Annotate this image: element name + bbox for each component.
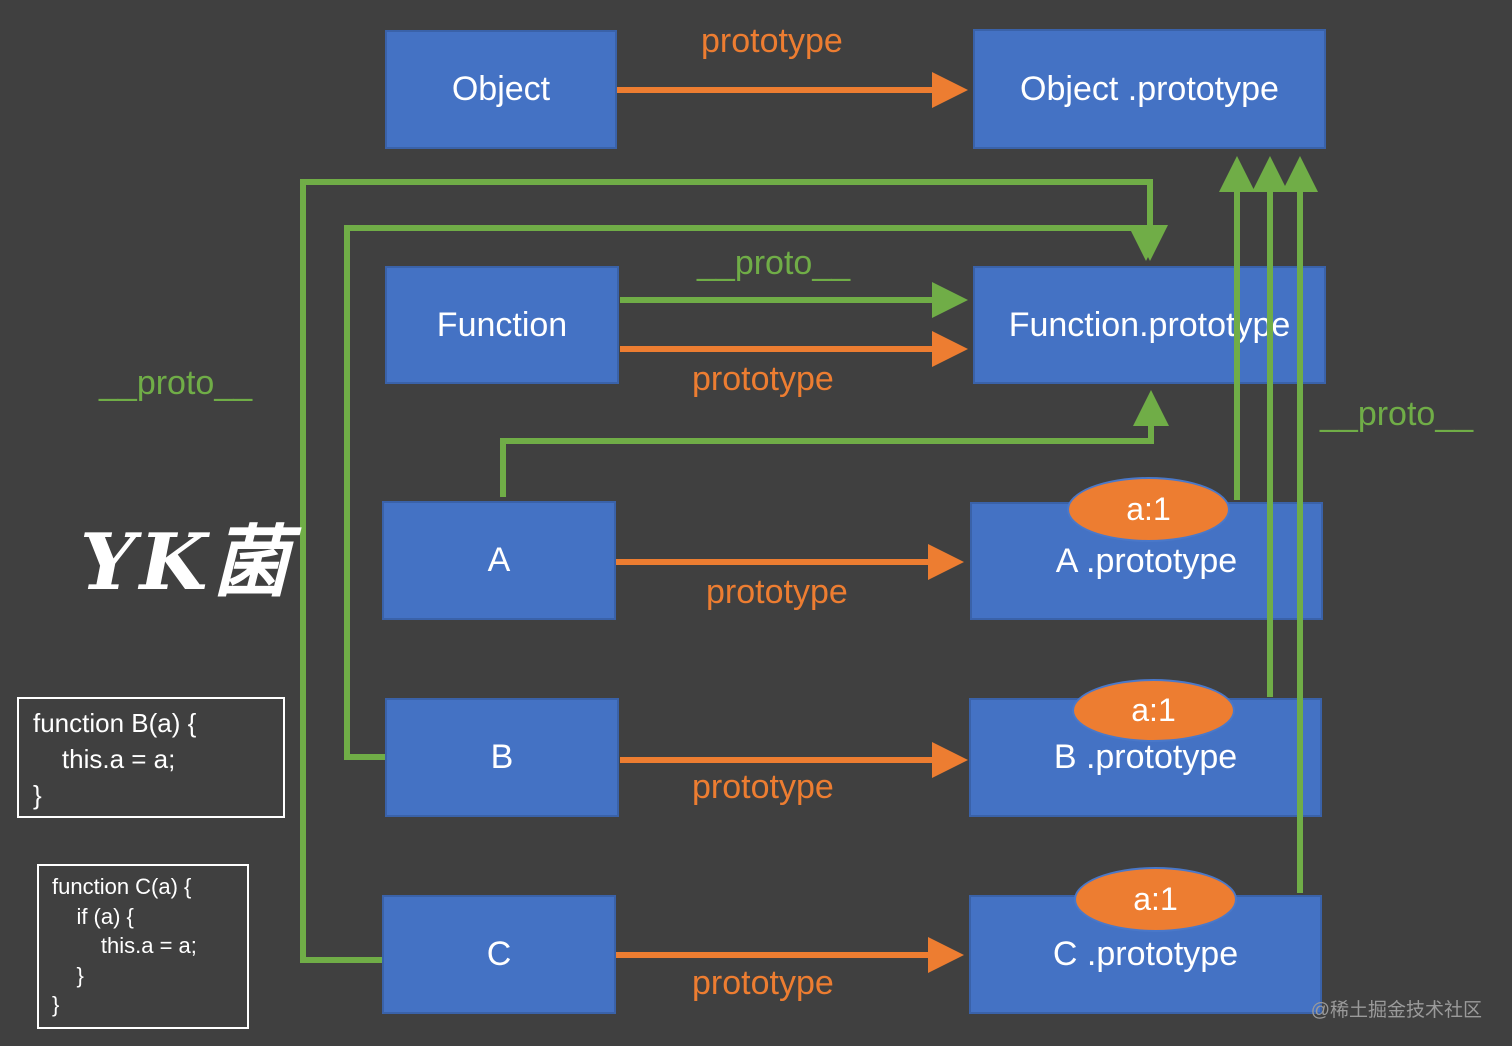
function-prototype-box: Function.prototype: [973, 266, 1326, 384]
function-proto-label: __proto__: [697, 244, 851, 282]
c-box: C: [382, 895, 616, 1014]
c-prototype-badge: a:1: [1074, 867, 1237, 932]
watermark: @稀土掘金技术社区: [1310, 1000, 1482, 1021]
code-line: }: [52, 992, 60, 1017]
a-prototype-label: prototype: [706, 573, 848, 611]
c-prototype-box: C .prototype: [969, 895, 1322, 1014]
b-prototype-badge: a:1: [1072, 679, 1235, 742]
object-box: Object: [385, 30, 617, 149]
b-proto-arrow: [344, 225, 1164, 760]
code-function-b: function B(a) { this.a = a;}: [17, 697, 285, 818]
code-line: }: [52, 962, 84, 988]
author-logo: YK菌: [80, 517, 294, 608]
object-prototype-label: prototype: [701, 22, 843, 60]
b-prototype-label: prototype: [692, 768, 834, 806]
a-box: A: [382, 501, 616, 620]
code-line: if (a) {: [52, 903, 134, 929]
function-box: Function: [385, 266, 619, 384]
c-proto-arrow: [300, 179, 1168, 963]
right-proto-label: __proto__: [1320, 395, 1474, 433]
left-proto-label: __proto__: [99, 364, 253, 402]
code-function-c: function C(a) { if (a) { this.a = a; }}: [37, 864, 249, 1029]
function-prototype-label: prototype: [692, 360, 834, 398]
c-prototype-label: prototype: [692, 964, 834, 1002]
code-line: this.a = a;: [33, 744, 176, 774]
b-box: B: [385, 698, 619, 817]
code-line: function C(a) {: [52, 874, 192, 899]
object-prototype-box: Object .prototype: [973, 29, 1326, 149]
a-prototype-badge: a:1: [1067, 477, 1230, 542]
code-line: function B(a) {: [33, 708, 197, 738]
a-proto-arrow: [500, 390, 1169, 497]
code-line: this.a = a;: [52, 933, 197, 958]
code-line: }: [33, 780, 42, 810]
